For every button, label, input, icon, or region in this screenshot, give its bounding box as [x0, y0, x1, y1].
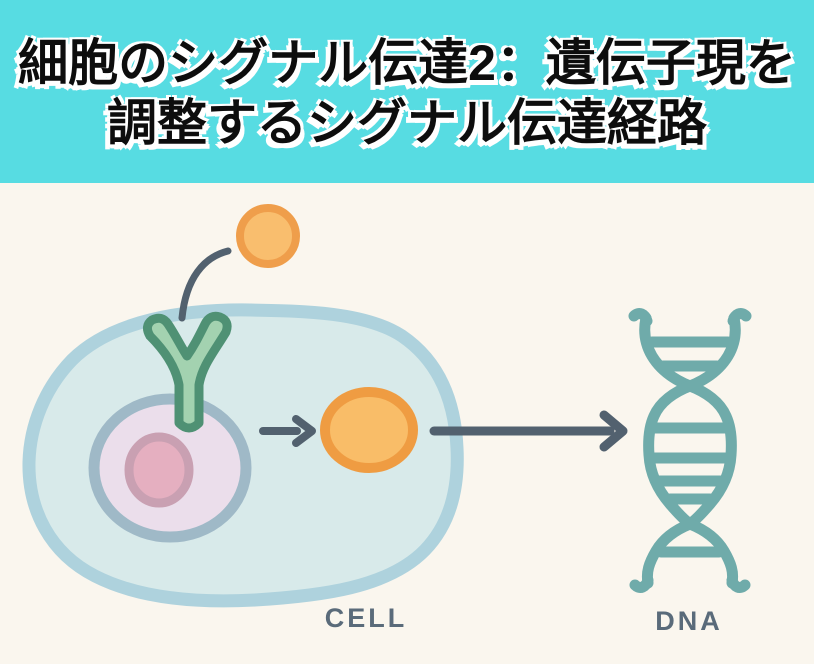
title-line-1: 細胞のシグナル伝達2：遺伝子現を	[18, 34, 796, 91]
dna-label: DNA	[655, 606, 723, 636]
diagram-svg	[22, 204, 752, 608]
title-banner: 細胞のシグナル伝達2：遺伝子現を 調整するシグナル伝達経路	[0, 0, 814, 183]
binding-curve-arrow	[178, 247, 232, 322]
cell-label: CELL	[324, 603, 408, 633]
signal-arrow-long	[429, 410, 628, 452]
receptor-icon	[142, 311, 232, 433]
title-line-2: 調整するシグナル伝達経路	[107, 94, 707, 151]
signal-arrow-short	[259, 415, 316, 447]
nucleolus	[124, 432, 194, 508]
dna-helix-icon	[628, 308, 752, 593]
transcription-factor	[320, 387, 418, 473]
ligand-icon	[236, 204, 300, 268]
diagram-area: CELL DNA	[0, 183, 814, 664]
